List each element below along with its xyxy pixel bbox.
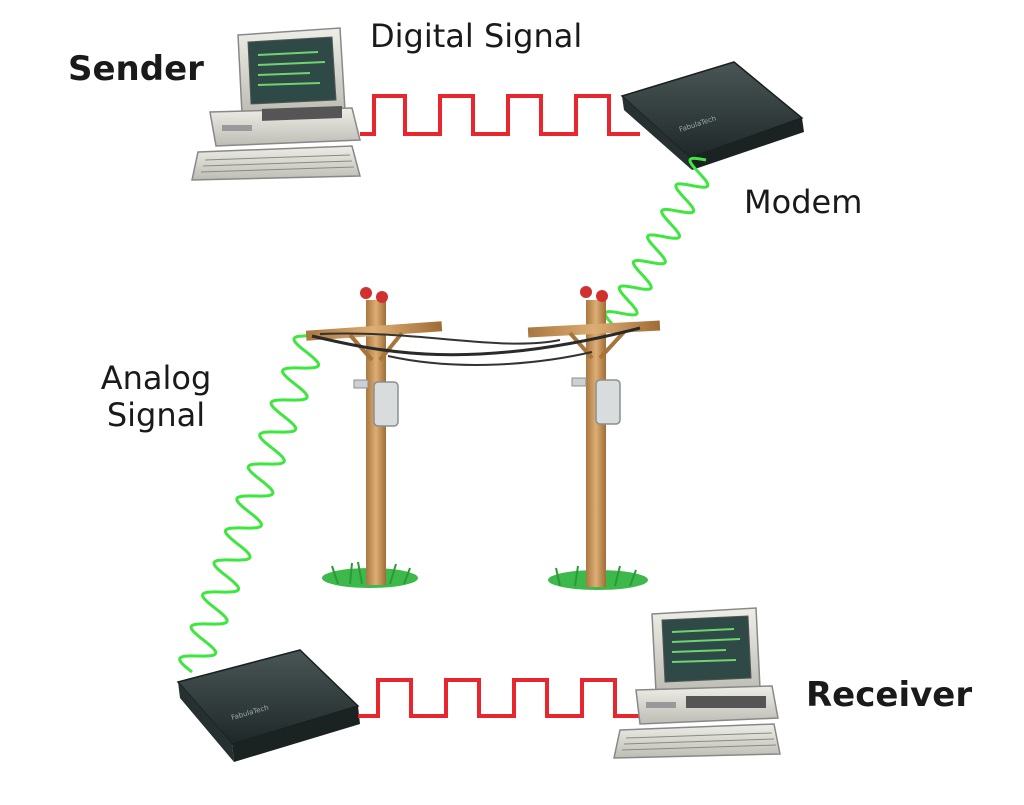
receiver-computer-icon — [613, 607, 781, 759]
bottom-modem-icon: FabulaTech — [176, 649, 360, 762]
analog-signal-label-line2: Signal — [106, 395, 206, 434]
sender-computer-icon — [191, 27, 361, 181]
analog-signal-label: Analog Signal — [96, 360, 216, 434]
modem-label: Modem — [744, 183, 863, 221]
digital-signal-label: Digital Signal — [370, 17, 583, 55]
top-modem-icon: FabulaTech — [620, 61, 804, 170]
analog-signal-label-line1: Analog — [100, 359, 212, 397]
utility-poles-icon — [305, 286, 661, 590]
sender-label: Sender — [68, 49, 204, 89]
digital-signal-top — [360, 94, 640, 136]
analog-signal-left — [178, 334, 321, 674]
analog-signal-right — [603, 156, 710, 328]
receiver-label: Receiver — [806, 675, 973, 715]
digital-signal-bottom — [358, 678, 640, 718]
